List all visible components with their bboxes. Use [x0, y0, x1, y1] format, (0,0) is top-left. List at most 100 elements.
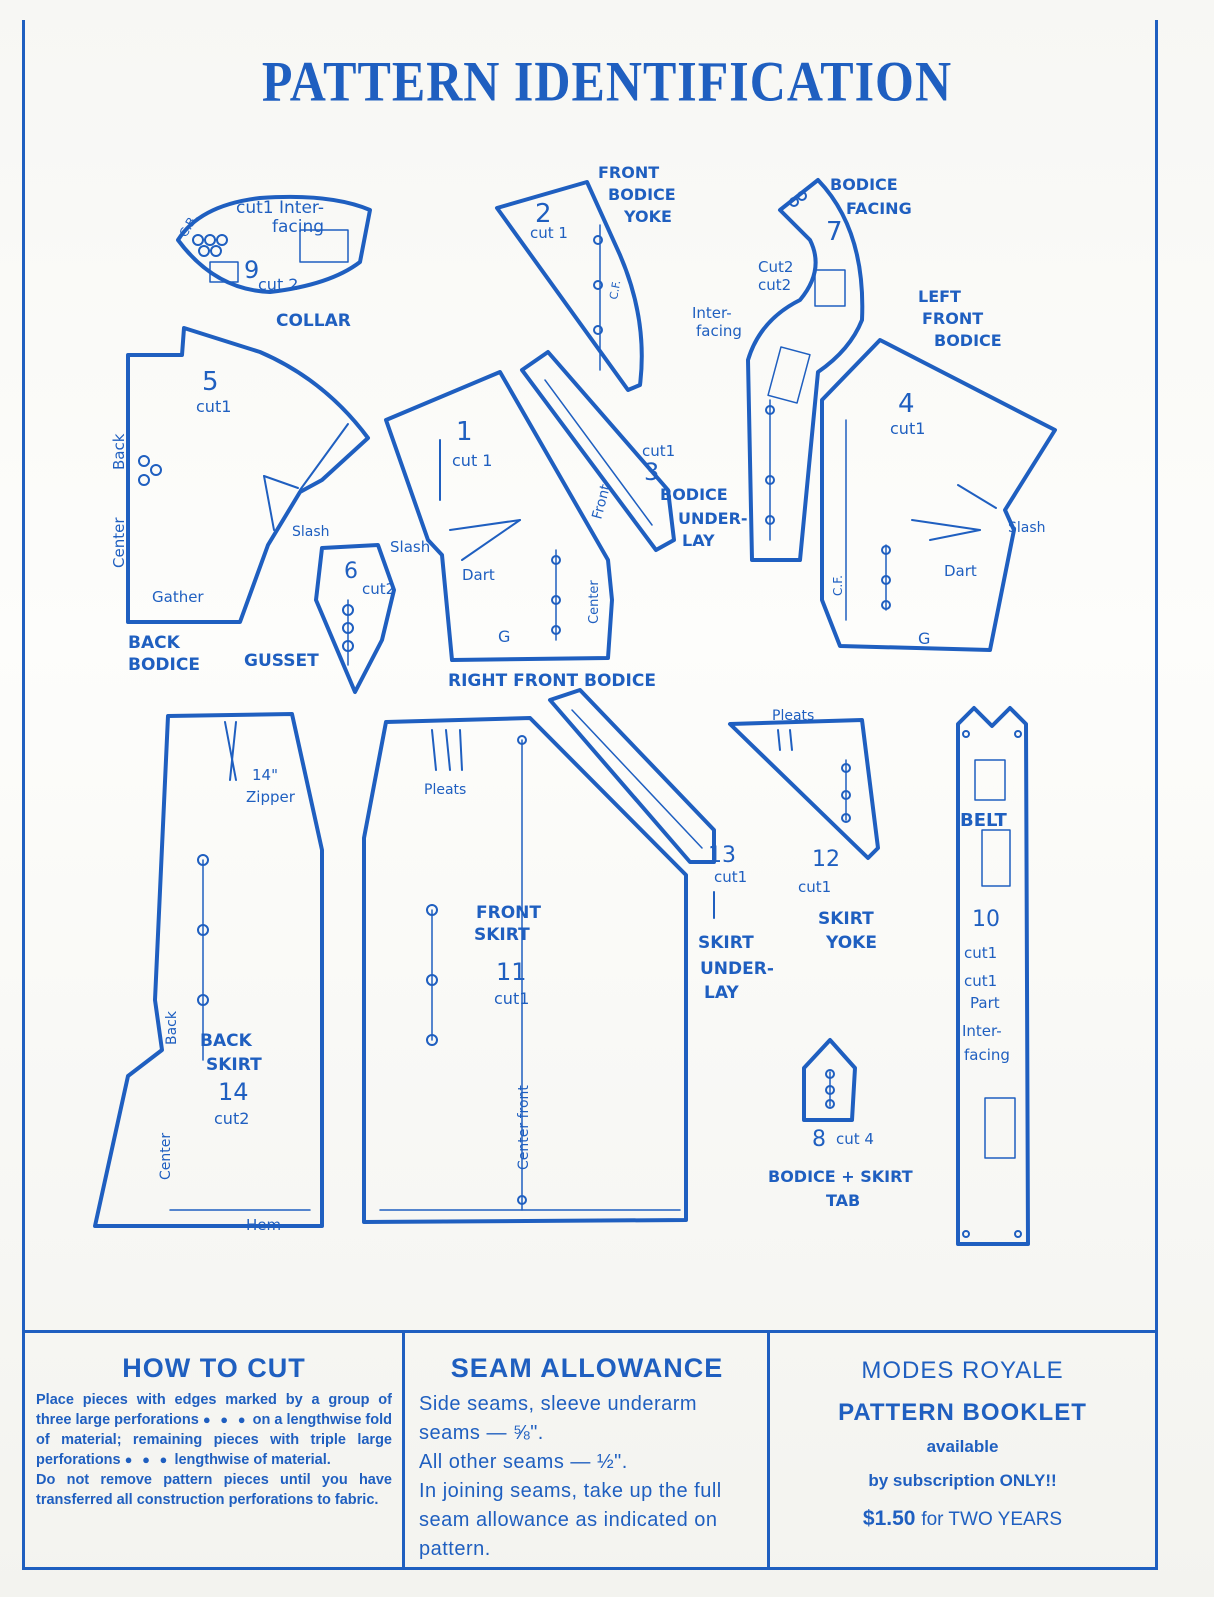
right-front-dart: Dart [462, 566, 495, 584]
collar-facing-label: facing [272, 217, 324, 237]
left-front-dart: Dart [944, 562, 977, 580]
front-skirt-name-2: SKIRT [474, 925, 530, 945]
belt-inter-2: facing [964, 1046, 1010, 1064]
facing-cut-a: Cut2 [758, 258, 793, 276]
perforation-icon: ● ● ● [124, 1452, 171, 1467]
back-skirt-back: Back [164, 1010, 180, 1045]
seam-allowance-heading: SEAM ALLOWANCE [450, 1353, 724, 1383]
piece-collar: cut1 Inter- facing C.B. 9 cut 2 COLLAR [176, 194, 372, 331]
skirt-underlay-cut: cut1 [714, 868, 747, 886]
front-skirt-cut: cut1 [494, 989, 529, 1008]
left-front-cut: cut1 [890, 419, 925, 438]
front-skirt-number: 11 [496, 958, 527, 986]
back-skirt-hem: Hem [246, 1216, 281, 1234]
yoke-name-1: FRONT [598, 163, 659, 182]
tab-name-2: TAB [826, 1191, 860, 1210]
tab-cut: cut 4 [836, 1130, 874, 1148]
piece-tab: 8 cut 4 BODICE + SKIRT TAB [768, 1038, 913, 1210]
left-front-name-2: FRONT [922, 309, 983, 328]
right-front-name: RIGHT FRONT BODICE [448, 671, 656, 691]
facing-name-2: FACING [846, 199, 912, 218]
booklet-available: available [926, 1437, 999, 1456]
back-bodice-name-2: BODICE [128, 655, 200, 675]
front-skirt-center: Center front [516, 1085, 532, 1170]
collar-number: 9 [244, 256, 259, 284]
yoke-name-3: YOKE [623, 207, 672, 226]
back-bodice-cut: cut1 [196, 397, 231, 416]
booklet-subscription: by subscription ONLY!! [868, 1471, 1057, 1490]
collar-name: COLLAR [276, 311, 351, 331]
left-front-slash: Slash [1008, 520, 1046, 536]
left-front-name-3: BODICE [934, 331, 1002, 350]
border-frame [22, 20, 1158, 1570]
facing-inter-1: Inter- [692, 304, 732, 322]
pattern-diagram: cut1 Inter- facing C.B. 9 cut 2 COLLAR 2… [93, 163, 1057, 1246]
how-to-cut-section: HOW TO CUT Place pieces with edges marke… [22, 1333, 402, 1570]
skirt-underlay-name-3: LAY [704, 983, 739, 1003]
tab-name-1: BODICE + SKIRT [768, 1167, 913, 1186]
piece-front-skirt: Pleats FRONT SKIRT 11 cut1 Center front [362, 716, 688, 1224]
right-front-g: G [498, 627, 510, 646]
back-skirt-cut: cut2 [214, 1109, 249, 1128]
piece-gusset: 6 cut2 GUSSET [244, 543, 396, 694]
how-to-cut-p1a: Place pieces with edges marked by a grou… [36, 1392, 392, 1428]
left-front-cf: C.F. [831, 575, 845, 596]
right-front-cut: cut 1 [452, 451, 492, 470]
skirt-yoke-pleats: Pleats [772, 708, 814, 724]
left-front-name-1: LEFT [918, 287, 961, 306]
booklet-price: $1.50 [862, 1507, 916, 1530]
skirt-underlay-name-2: UNDER- [700, 959, 774, 979]
booklet-brand: MODES ROYALE [861, 1357, 1064, 1384]
yoke-cf: C.F. [607, 279, 623, 300]
piece-front-bodice-yoke: 2 cut 1 C.F. FRONT BODICE YOKE [495, 163, 676, 392]
skirt-underlay-number: 13 [708, 843, 736, 868]
belt-cut-1: cut1 [964, 944, 997, 962]
piece-skirt-yoke: Pleats 12 cut1 SKIRT YOKE [728, 708, 880, 953]
how-to-cut-p1c: lengthwise of material. [174, 1452, 331, 1468]
front-skirt-name-1: FRONT [476, 903, 541, 923]
belt-number: 10 [972, 907, 1000, 932]
back-skirt-number: 14 [218, 1078, 249, 1106]
yoke-name-2: BODICE [608, 185, 676, 204]
right-front-center: Center [587, 580, 602, 624]
belt-inter-1: Inter- [962, 1022, 1002, 1040]
underlay-number: 3 [644, 458, 659, 486]
underlay-name-2: UNDER- [678, 509, 748, 528]
back-bodice-back: Back [110, 433, 128, 470]
seam-allowance-section: SEAM ALLOWANCE Side seams, sleeve undera… [402, 1333, 770, 1570]
underlay-name-3: LAY [682, 531, 715, 550]
back-bodice-name-1: BACK [128, 633, 181, 653]
facing-inter-2: facing [696, 322, 742, 340]
how-to-cut-heading: HOW TO CUT [122, 1353, 306, 1383]
belt-cut-2: cut1 [964, 972, 997, 990]
underlay-name-1: BODICE [660, 485, 728, 504]
piece-bodice-facing: 7 Cut2 cut2 Inter- facing BODICE FACING [692, 175, 912, 562]
back-bodice-gather: Gather [152, 588, 204, 606]
left-front-g: G [918, 629, 930, 648]
back-skirt-zip-2: Zipper [246, 788, 296, 806]
piece-back-skirt: 14" Zipper Back Center BACK SKIRT 14 cut… [93, 712, 324, 1234]
right-front-number: 1 [456, 417, 473, 447]
facing-name-1: BODICE [830, 175, 898, 194]
belt-part: Part [970, 994, 1000, 1012]
skirt-underlay-name-1: SKIRT [698, 933, 754, 953]
instructions-panel: HOW TO CUT Place pieces with edges marke… [22, 1330, 1158, 1570]
back-bodice-slash: Slash [292, 524, 330, 540]
piece-left-front-bodice: 4 cut1 Slash Dart C.F. G LEFT FRONT BODI… [820, 287, 1057, 652]
skirt-yoke-cut: cut1 [798, 878, 831, 896]
back-skirt-name-1: BACK [200, 1031, 253, 1051]
facing-cut-b: cut2 [758, 276, 791, 294]
facing-number: 7 [826, 217, 843, 247]
booklet-price-line: $1.50 for TWO YEARS [780, 1507, 1145, 1531]
piece-skirt-underlay: 13 cut1 SKIRT UNDER- LAY [548, 688, 774, 1003]
seam-allowance-l3: In joining seams, take up the full seam … [419, 1480, 722, 1560]
piece-right-front-bodice: 1 cut 1 Slash Dart Front Center G RIGHT … [384, 370, 656, 691]
piece-back-bodice: 5 cut1 Back Center Gather Slash BACK BOD… [110, 326, 370, 675]
how-to-cut-text: Place pieces with edges marked by a grou… [36, 1390, 392, 1510]
back-skirt-zip-1: 14" [252, 766, 278, 784]
back-bodice-number: 5 [202, 367, 219, 397]
yoke-cut: cut 1 [530, 224, 568, 242]
seam-allowance-l2: All other seams — ½". [419, 1451, 628, 1473]
collar-cut2: cut 2 [258, 275, 298, 294]
back-skirt-center: Center [158, 1133, 174, 1180]
